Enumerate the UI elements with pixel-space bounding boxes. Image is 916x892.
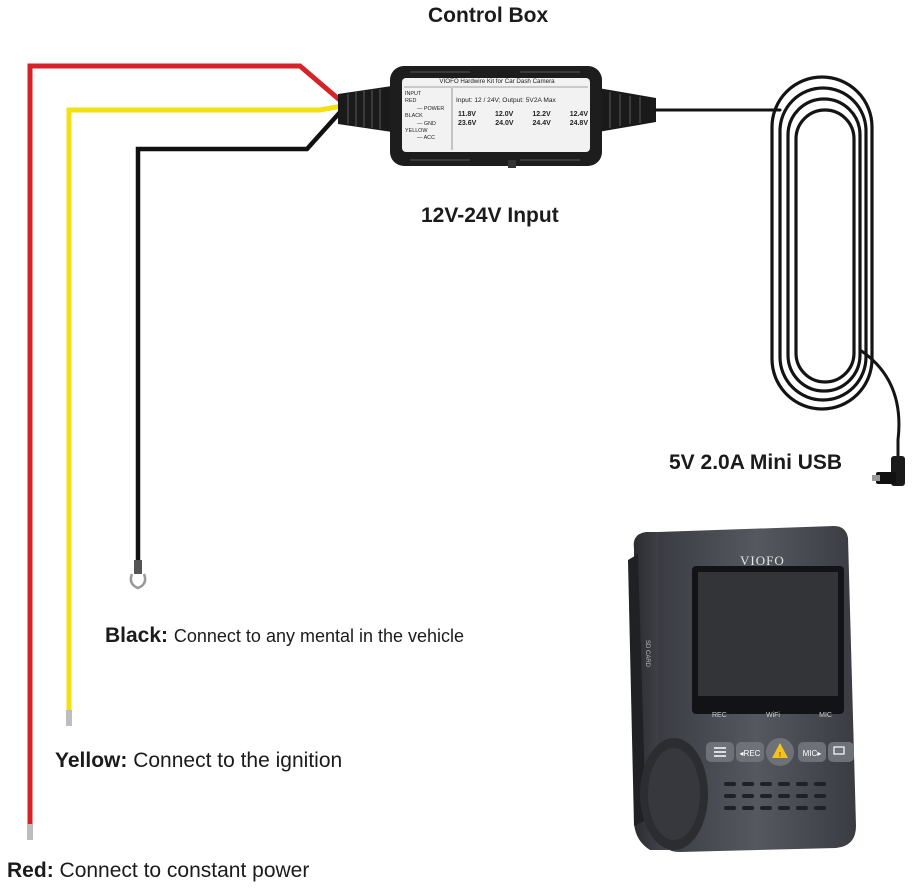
red-wire — [27, 63, 344, 840]
camera-indicators: REC WiFi MIC — [712, 712, 832, 719]
svg-text:MIC▸: MIC▸ — [803, 749, 822, 758]
colon: : — [46, 859, 54, 882]
legend-line: — GND — [417, 120, 436, 127]
control-box-spec: Input: 12 / 24V; Output: 5V2A Max — [456, 97, 556, 104]
wire-name: Yellow — [55, 749, 121, 772]
wire-description: Connect to any mental in the vehicle — [173, 626, 465, 646]
colon: : — [120, 749, 128, 772]
mini-usb-plug — [872, 456, 905, 486]
wire-name: Black — [105, 624, 162, 647]
voltage-value: 11.8V — [458, 111, 476, 118]
legend-line: RED — [405, 98, 417, 105]
control-box — [390, 66, 602, 168]
cable-strain-relief-right — [598, 88, 656, 132]
voltage-value: 24.0V — [495, 119, 514, 127]
legend-line: BLACK — [405, 113, 423, 120]
black-wire — [129, 108, 344, 590]
voltage-value: 12.4V — [569, 111, 588, 118]
yellow-wire-label: Yellow: Connect to the ignition — [55, 749, 342, 773]
cable-strain-relief-left — [338, 86, 392, 132]
voltage-value: 12.2V — [532, 111, 551, 118]
svg-text:◂REC: ◂REC — [740, 749, 761, 758]
wire-description: Connect to constant power — [59, 859, 310, 882]
ring-terminal-icon — [129, 573, 147, 590]
wire-description: Connect to the ignition — [133, 749, 343, 772]
voltage-table: 11.8V 12.0V 12.2V 12.4V 23.6V 24.0V 24.4… — [458, 111, 588, 128]
indicator-mic: MIC — [819, 712, 832, 719]
black-wire-label: Black: Connect to any mental in the vehi… — [105, 624, 464, 648]
mic-button[interactable] — [798, 742, 826, 762]
yellow-wire — [66, 103, 343, 726]
legend-line: YELLOW — [405, 128, 428, 135]
screen-button[interactable] — [828, 742, 854, 762]
red-wire-label: Red: Connect to constant power — [7, 859, 309, 883]
colon: : — [161, 624, 169, 647]
input-voltage-label: 12V-24V Input — [421, 204, 559, 227]
camera-brand: VIOFO — [740, 553, 785, 568]
legend-line: — ACC — [417, 135, 435, 142]
svg-text:!: ! — [779, 752, 781, 759]
control-box-title: Control Box — [428, 4, 549, 27]
usb-output-label: 5V 2.0A Mini USB — [669, 451, 843, 474]
control-box-wire-legend: INPUT RED — POWER BLACK — GND YELLOW — A… — [405, 91, 451, 143]
usb-cable-coil — [653, 75, 901, 462]
dash-camera: ◂REC ! MIC▸ — [628, 526, 856, 852]
voltage-value: 12.0V — [494, 111, 514, 118]
voltage-value: 24.8V — [569, 119, 588, 127]
wire-name: Red — [7, 859, 47, 882]
rec-button[interactable] — [736, 742, 764, 762]
voltage-value: 24.4V — [532, 119, 551, 127]
voltage-value: 23.6V — [458, 119, 477, 127]
indicator-wifi: WiFi — [765, 712, 780, 719]
control-box-label: VIOFO Hardwire Kit for Car Dash Camera — [439, 78, 555, 85]
sd-card-label: SD CARD — [644, 640, 650, 668]
legend-line: INPUT — [405, 91, 422, 97]
indicator-rec: REC — [712, 712, 727, 719]
legend-line: — POWER — [417, 105, 445, 112]
